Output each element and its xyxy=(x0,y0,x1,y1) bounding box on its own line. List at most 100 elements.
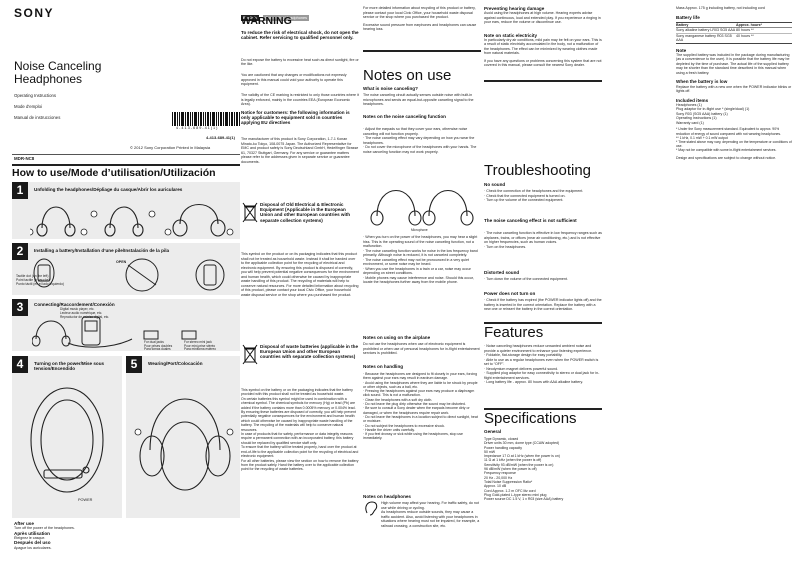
barcode-bars xyxy=(172,112,240,126)
step-3-title: Connecting/Raccordement/Conexión xyxy=(34,302,115,307)
main-heading: How to use/Mode d’utilisation/Utilizació… xyxy=(12,167,216,179)
disposal1-heading: Disposal of Old Electrical & Electronic … xyxy=(260,202,351,223)
warning-text-3: The validity of the CE marking is restri… xyxy=(241,93,359,106)
step-3-stereo-jack-note: For stereo mini jack Pour mini-prise sté… xyxy=(184,340,217,351)
specifications-heading: Specifications xyxy=(484,410,577,427)
warning-heading: WARNING xyxy=(241,15,292,27)
step-1-number: 1 xyxy=(12,182,28,199)
column-specs: Mass Approx. 175 g including battery, no… xyxy=(676,6,792,160)
battery-table-header: Battery Approx. hours* xyxy=(676,23,792,29)
battery-col-header: Battery xyxy=(676,22,689,27)
nc-function-text: · Adjust the earpads so that they cover … xyxy=(363,127,477,154)
power-text: · Check if the battery has expired (the … xyxy=(484,298,602,311)
column-warning: English Connecting Headphones WARNING To… xyxy=(241,6,359,471)
notice-heading: Notice for customers: the following info… xyxy=(241,110,350,126)
features-rule xyxy=(484,322,602,324)
included-items-text: Headphones (1) Plug adaptor for in-fligh… xyxy=(676,102,750,125)
included-items-heading: Included items xyxy=(676,97,709,103)
troubleshooting-rule xyxy=(484,79,602,82)
after-use-text-fr: Éteignez le casque. xyxy=(14,535,46,540)
nc-weak-heading: The noise canceling effect is not suffic… xyxy=(484,218,577,223)
column-notes: For more detailed information about recy… xyxy=(363,6,481,528)
warning-text: Do not expose the battery to excessive h… xyxy=(241,53,359,111)
table-row: Sony manganese battery R03 SG5 AAA 40 ho… xyxy=(676,34,792,43)
static-heading: Note on static electricity xyxy=(484,32,538,38)
subtitle-fr: Mode d’emploi xyxy=(14,104,42,110)
step-4-panel: 4 Turning on the power/Mise sous tension… xyxy=(12,356,122,518)
copyright: © 2012 Sony Corporation Printed in Malay… xyxy=(130,145,211,150)
barcode-number: 4-413-689-41(1) xyxy=(176,126,219,130)
airplane-heading: Notes on using on the airplane xyxy=(363,335,431,340)
step-2-panel: 2 Installing a battery/Installation d’un… xyxy=(12,243,240,295)
prevent-heading: Preventing hearing damage xyxy=(484,6,545,11)
step-3-illustration xyxy=(32,316,197,348)
model-rule xyxy=(12,154,240,155)
barcode: 4-413-689-41(1) xyxy=(172,112,240,134)
recycling-intro: For more detailed information about recy… xyxy=(363,6,476,19)
language-tab-en: English xyxy=(241,15,259,21)
step-5-number: 5 xyxy=(126,356,142,373)
subtitle-es: Manual de instrucciones xyxy=(14,115,61,121)
step-2-note: Tactile dot (on the left) Point tactile … xyxy=(16,274,65,286)
subtitle-en: Operating Instructions xyxy=(14,93,57,99)
specifications-rule xyxy=(484,408,602,410)
after-use-heading-en: After use xyxy=(14,521,34,526)
power-label: POWER xyxy=(78,498,93,502)
language-tab-sub: Connecting Headphones xyxy=(263,15,309,21)
step-5-illustration xyxy=(134,398,234,491)
airplane-text: Do not use the headphones when use of el… xyxy=(363,342,480,355)
general-heading: General xyxy=(484,429,502,434)
model-number: MDR-NC8 xyxy=(14,156,35,161)
distorted-heading: Distorted sound xyxy=(484,270,520,275)
handling-heading: Notes on handling xyxy=(363,364,404,369)
sound-pressure-note: Excessive sound pressure from earphones … xyxy=(363,22,477,32)
step-4-illustration xyxy=(30,387,104,493)
product-title-line2: Headphones xyxy=(14,72,83,86)
battery-bin-icon xyxy=(242,344,258,365)
brand-logo: SONY xyxy=(14,6,55,20)
step-2-number: 2 xyxy=(12,243,28,260)
product-title-line1: Noise Canceling xyxy=(14,59,102,73)
step-2-open-label: OPEN xyxy=(116,260,127,264)
after-use-text-es: Apague los auriculares. xyxy=(14,545,52,550)
what-is-nc-text: The noise canceling circuit actually sen… xyxy=(363,93,474,106)
weee-bin-icon xyxy=(242,202,258,223)
no-sound-text: · Check the connection of the headphones… xyxy=(484,189,584,202)
headphones-heading: Notes on headphones xyxy=(363,494,411,499)
note-heading: Note xyxy=(676,47,687,53)
product-subtitles: Operating Instructions Mode d’emploi Man… xyxy=(14,88,60,126)
step-1-illustration xyxy=(30,203,234,237)
part-number: 4-413-689-41(1) xyxy=(206,135,235,140)
after-use: After use Turn off the power of the head… xyxy=(14,521,240,550)
step-1-title: Unfolding the headphones/Dépliage du cas… xyxy=(34,187,183,192)
column-troubleshooting: Preventing hearing damage Avoid using th… xyxy=(484,6,602,501)
no-sound-heading: No sound xyxy=(484,182,506,187)
nc-function-text-2: · When you turn on the power of the head… xyxy=(363,235,478,284)
disposal1-text: This symbol on the product or on its pac… xyxy=(241,252,359,297)
prevent-text: Avoid using the headphones at high volum… xyxy=(484,11,601,25)
notice-text: The manufacturer of this product is Sony… xyxy=(241,137,359,164)
step-5-panel: 5 Wearing/Port/Colocación xyxy=(126,356,240,518)
step-5-title: Wearing/Port/Colocación xyxy=(148,361,203,366)
table-cell: 40 hours ** xyxy=(736,33,754,38)
language-tab: English Connecting Headphones xyxy=(241,6,359,21)
general-specs: Type Dynamic, closed Driver units 30 mm,… xyxy=(484,437,564,502)
handling-text: · Because the headphones are designed to… xyxy=(363,372,478,441)
microphone-illustration xyxy=(370,190,474,226)
battery-life-heading: Battery life xyxy=(676,14,700,20)
warning-text-1: Do not expose the battery to excessive h… xyxy=(241,57,359,67)
ear-icon xyxy=(365,501,378,516)
product-title: Noise Canceling Headphones xyxy=(14,60,101,86)
disposal2-text: This symbol on the battery or on the pac… xyxy=(241,388,359,472)
table-cell: Sony manganese battery R03 SG5 AAA xyxy=(676,33,732,43)
hours-col-header: Approx. hours* xyxy=(736,22,762,27)
warning-bold: To reduce the risk of electrical shock, … xyxy=(241,30,359,41)
mass-text: Mass Approx. 175 g including battery, no… xyxy=(676,6,765,10)
footnotes: * Under the Sony measurement standard. E… xyxy=(676,127,792,153)
design-notice: Design and specifications are subject to… xyxy=(676,155,777,160)
note-text: The supplied battery was included in the… xyxy=(676,52,790,75)
troubleshooting-heading: Troubleshooting xyxy=(484,162,592,179)
nc-weak-text: · The noise canceling function is effect… xyxy=(484,231,602,249)
table-cell: Sony alkaline battery LR03 SG5 AAA xyxy=(676,28,736,33)
step-2-title: Installing a battery/Installation d’une … xyxy=(34,248,170,253)
